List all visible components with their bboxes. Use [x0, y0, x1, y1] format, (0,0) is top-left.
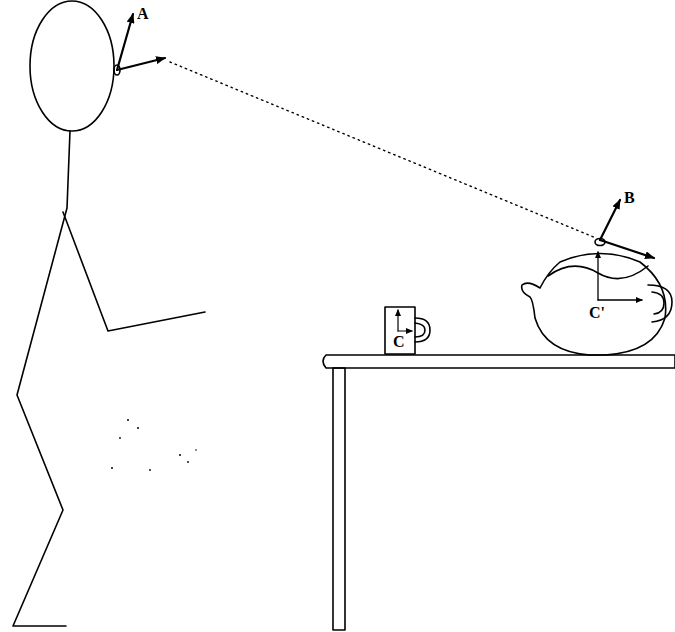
- specks: [111, 419, 197, 471]
- frame-axis: [117, 14, 133, 70]
- head: [30, 1, 114, 131]
- cup: [385, 307, 415, 354]
- teapot-handle: [648, 285, 672, 322]
- frame-axis: [600, 200, 620, 240]
- frame-axis: [598, 299, 642, 300]
- teapot-handle: [652, 292, 664, 314]
- frame-axis: [597, 252, 598, 300]
- frame-axis: [398, 330, 412, 331]
- frame-label: B: [624, 190, 635, 206]
- table-top: [323, 355, 675, 368]
- frame-label: C': [589, 305, 605, 321]
- frame-axis: [117, 58, 165, 70]
- table-leg: [333, 368, 345, 630]
- teapot-body: [522, 254, 666, 356]
- arm: [63, 212, 205, 331]
- frame-axis: [600, 240, 654, 258]
- cup-handle: [415, 323, 425, 337]
- cup-handle: [415, 318, 430, 342]
- line-of-sight: [170, 62, 596, 238]
- frame-label: A: [137, 6, 149, 22]
- frame-axis: [397, 310, 398, 331]
- body: [13, 131, 70, 626]
- frame-label: C: [393, 334, 405, 350]
